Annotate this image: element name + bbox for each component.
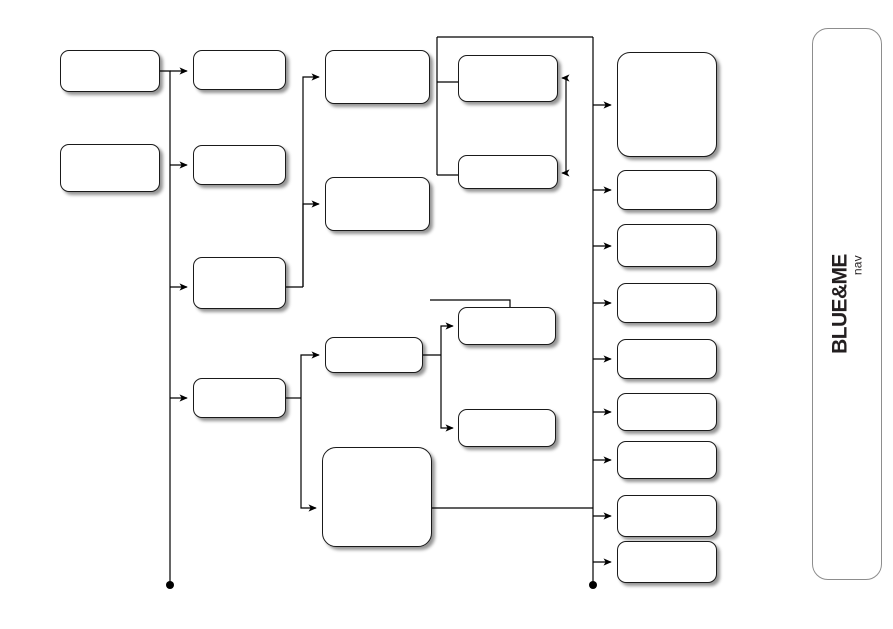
flow-node-n13[interactable]	[458, 307, 556, 345]
connector-n5-to-n8	[302, 200, 320, 287]
flow-node-n1[interactable]	[60, 50, 160, 92]
connector-n5-to-n7	[302, 73, 320, 287]
flow-node-label	[323, 448, 431, 546]
flow-node-label	[459, 56, 557, 101]
flow-node-label	[618, 442, 716, 478]
flow-node-label	[618, 171, 716, 209]
flow-node-label	[618, 340, 716, 378]
flow-node-label	[326, 178, 429, 230]
flow-node-n9[interactable]	[325, 337, 423, 373]
flow-node-r1[interactable]	[617, 52, 717, 157]
brand-logo-main: BLUE&ME	[828, 254, 852, 354]
connector-n6-to-n10	[300, 398, 317, 512]
flow-node-n14[interactable]	[458, 409, 556, 447]
flow-node-label	[194, 379, 285, 417]
flow-node-label	[459, 410, 555, 446]
flow-node-n12[interactable]	[458, 155, 558, 189]
flow-node-label	[618, 53, 716, 156]
connector-n6-to-n9	[300, 351, 320, 398]
brand-logo-sub: nav	[850, 255, 865, 276]
flow-node-r6[interactable]	[617, 393, 717, 431]
flow-node-r2[interactable]	[617, 170, 717, 210]
flow-node-n8[interactable]	[325, 177, 430, 231]
flow-node-n6[interactable]	[193, 378, 286, 418]
flow-node-label	[459, 156, 557, 188]
flow-node-r7[interactable]	[617, 441, 717, 479]
flow-node-label	[326, 338, 422, 372]
flow-node-label	[618, 542, 716, 582]
flow-node-r4[interactable]	[617, 283, 717, 323]
connector-n9-to-n14	[440, 355, 454, 432]
flow-node-n4[interactable]	[193, 145, 286, 185]
flow-node-r8[interactable]	[617, 495, 717, 537]
brand-logo: BLUE&ME nav	[828, 254, 865, 354]
brand-panel: BLUE&ME nav	[812, 28, 882, 580]
flow-node-n11[interactable]	[458, 55, 558, 102]
flow-node-label	[459, 308, 555, 344]
flow-node-n10[interactable]	[322, 447, 432, 547]
flow-node-n7[interactable]	[325, 50, 430, 104]
flow-node-label	[194, 146, 285, 184]
connector-n9-to-n13	[440, 322, 454, 355]
flow-node-label	[194, 51, 285, 89]
terminal-dot-left	[166, 581, 174, 589]
flow-node-label	[618, 496, 716, 536]
connector-left-bus	[160, 70, 171, 584]
flow-node-label	[194, 258, 285, 308]
connector-n8-return	[430, 299, 511, 307]
flow-node-r9[interactable]	[617, 541, 717, 583]
flow-node-label	[326, 51, 429, 103]
flow-node-label	[618, 284, 716, 322]
flow-node-r3[interactable]	[617, 224, 717, 267]
flow-node-r5[interactable]	[617, 339, 717, 379]
flow-node-label	[61, 51, 159, 91]
flow-node-n5[interactable]	[193, 257, 286, 309]
flow-node-label	[618, 394, 716, 430]
flow-node-label	[61, 145, 159, 191]
flow-node-n2[interactable]	[60, 144, 160, 192]
flow-node-label	[618, 225, 716, 266]
terminal-dot-right	[589, 581, 597, 589]
flow-node-n3[interactable]	[193, 50, 286, 90]
